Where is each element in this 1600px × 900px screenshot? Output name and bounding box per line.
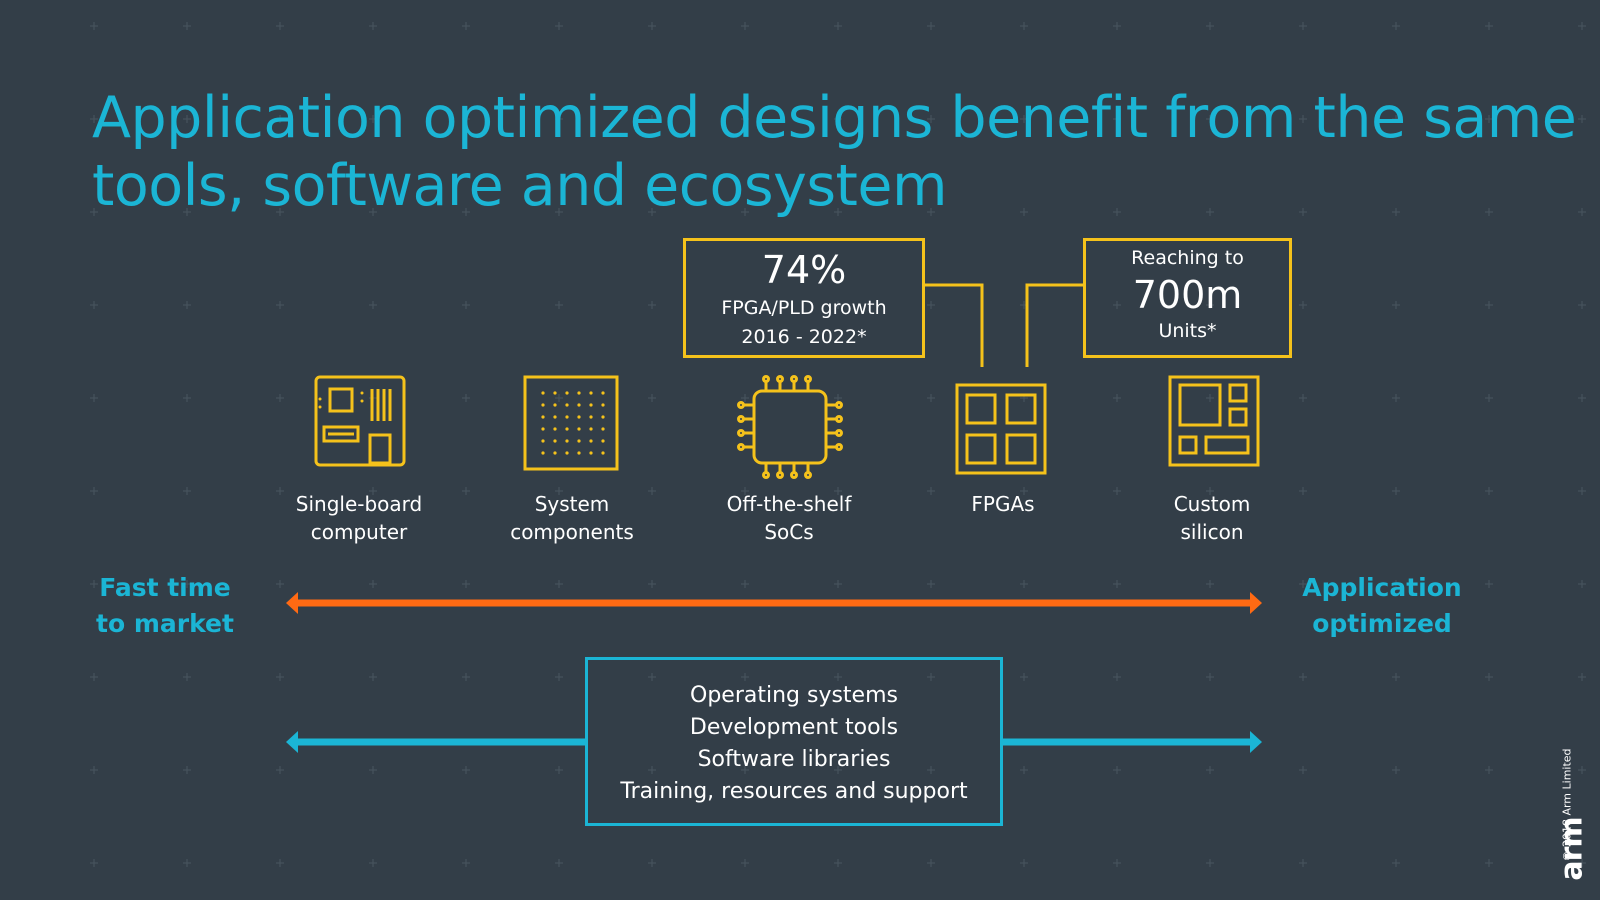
product-label-single-board: Single-board computer (259, 490, 459, 546)
product-label-fpga: FPGAs (903, 490, 1103, 518)
side-label-line1: Fast time (99, 573, 231, 602)
ecosystem-item: Development tools (689, 715, 899, 740)
title-line-1: Application optimized designs benefit fr… (92, 85, 1577, 151)
side-label-line1: Application (1302, 573, 1462, 602)
ecosystem-box: Operating systems Development tools Soft… (585, 657, 1003, 826)
ecosystem-item: Operating systems (690, 683, 898, 708)
product-label-line1: System (534, 492, 610, 516)
units-suffix: Units* (1158, 320, 1217, 342)
side-label-line2: to market (96, 609, 234, 638)
product-label-line1: Custom (1173, 492, 1251, 516)
product-label-line2: silicon (1180, 520, 1244, 544)
component-grid-icon (523, 375, 619, 471)
fpga-growth-period: 2016 - 2022* (741, 326, 867, 348)
product-label-system-components: System components (472, 490, 672, 546)
units-prefix: Reaching to (1131, 247, 1244, 269)
fpga-grid-icon (955, 383, 1047, 475)
title-line-2: tools, software and ecosystem (92, 153, 947, 219)
product-label-custom-silicon: Custom silicon (1112, 490, 1312, 546)
motherboard-icon (314, 375, 406, 467)
product-label-line1: Single-board (295, 492, 423, 516)
ecosystem-arrow-blue (286, 731, 1262, 753)
units-value: 700m (1132, 273, 1243, 317)
spectrum-arrow-orange (286, 592, 1262, 614)
arm-logo: arm (1554, 817, 1590, 881)
product-label-line2: computer (310, 520, 408, 544)
application-optimized-label: Application optimized (1282, 570, 1482, 642)
side-label-line2: optimized (1312, 609, 1452, 638)
ecosystem-item: Software libraries (697, 747, 891, 772)
ecosystem-item: Training, resources and support (620, 779, 968, 804)
fpga-growth-connector (925, 283, 984, 367)
product-label-line1: FPGAs (971, 492, 1035, 516)
custom-silicon-icon (1168, 375, 1260, 467)
product-label-line1: Off-the-shelf (726, 492, 852, 516)
product-label-line2: components (510, 520, 634, 544)
fast-time-to-market-label: Fast time to market (65, 570, 265, 642)
product-label-soc: Off-the-shelf SoCs (689, 490, 889, 546)
units-connector (1025, 283, 1083, 367)
fpga-growth-callout: 74% FPGA/PLD growth 2016 - 2022* (683, 238, 925, 358)
units-callout: Reaching to 700m Units* (1083, 238, 1292, 358)
page-title: Application optimized designs benefit fr… (92, 84, 1577, 220)
product-label-line2: SoCs (764, 520, 814, 544)
fpga-growth-label: FPGA/PLD growth (721, 297, 887, 319)
fpga-growth-value: 74% (761, 248, 847, 292)
chip-icon (737, 375, 843, 479)
